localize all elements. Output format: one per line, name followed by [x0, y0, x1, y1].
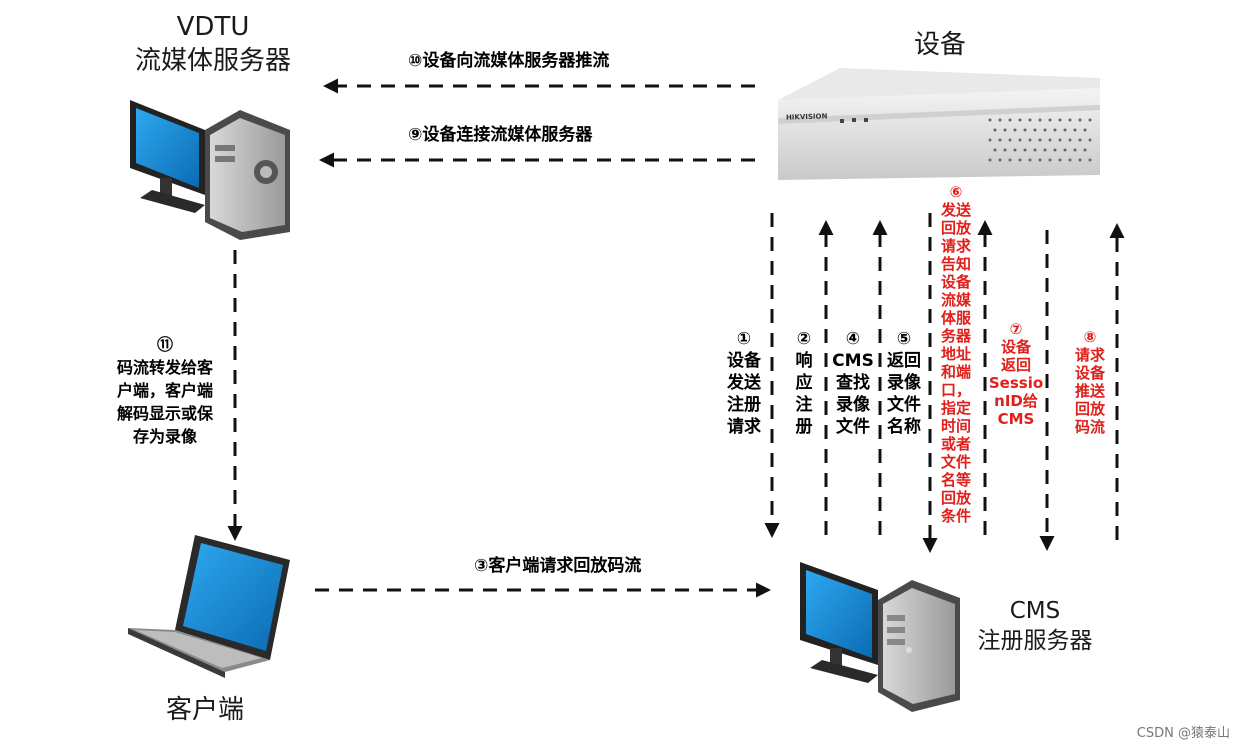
cms-title-sub: 注册服务器 — [977, 628, 1093, 654]
client-title: 客户端 — [165, 695, 244, 725]
step6-label: ⑥ 发送 回放 请求 告知 设备 流媒 体服 务器 地址 和端 口， 指定 时间… — [940, 183, 971, 525]
step9-label: ⑨设备连接流媒体服务器 — [408, 125, 593, 145]
cms-title: CMS 注册服务器 — [960, 596, 1110, 656]
step5-label: ⑤ 返回 录像 文件 名称 — [887, 329, 921, 437]
step4-label: ④ CMS 查找 录像 文件 — [832, 329, 874, 437]
vdtu-title: VDTU 流媒体服务器 — [118, 10, 308, 78]
vdtu-title-main: VDTU — [176, 12, 250, 42]
step2-label: ② 响 应 注 册 — [795, 329, 813, 437]
device-brand-label: HIKVISION — [785, 112, 828, 122]
device-nvr-icon — [778, 68, 1100, 180]
step8-label: ⑧ 请求 设备 推送 回放 码流 — [1074, 328, 1105, 436]
client-laptop-icon — [128, 535, 290, 678]
vdtu-title-sub: 流媒体服务器 — [134, 46, 291, 76]
device-title: 设备 — [913, 30, 966, 60]
watermark: CSDN @猿泰山 — [1136, 726, 1230, 741]
vdtu-server-icon — [130, 100, 290, 240]
step3-label: ③客户端请求回放码流 — [474, 556, 642, 576]
step11-label: ⑪ 码流转发给客 户端，客户端 解码显示或保 存为录像 — [116, 335, 213, 446]
step1-label: ① 设备 发送 注册 请求 — [727, 329, 761, 437]
step10-label: ⑩设备向流媒体服务器推流 — [408, 51, 610, 71]
step7-label: ⑦ 设备 返回 Sessio nID给 CMS — [988, 320, 1044, 428]
cms-server-icon — [800, 562, 960, 712]
cms-title-main: CMS — [1009, 598, 1061, 624]
